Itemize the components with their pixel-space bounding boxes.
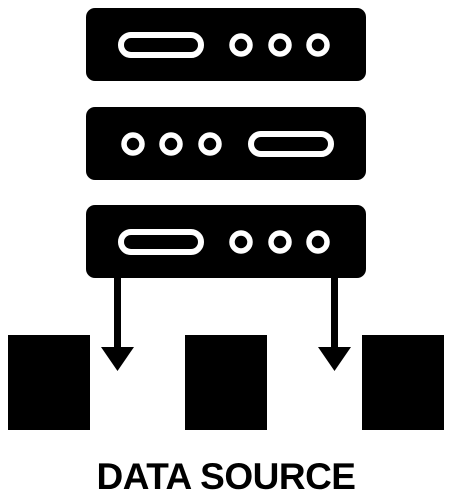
indicator-light-icon bbox=[306, 33, 330, 57]
server-unit-bottom bbox=[86, 205, 366, 278]
data-source-icon bbox=[8, 8, 444, 430]
data-block-right bbox=[362, 335, 444, 430]
server-unit-middle bbox=[86, 107, 366, 180]
indicator-light-icon bbox=[121, 132, 145, 156]
drive-slot-icon bbox=[118, 229, 204, 255]
indicator-light-icon bbox=[229, 230, 253, 254]
arrow-down-icon bbox=[101, 278, 134, 371]
server-unit-top bbox=[86, 8, 366, 81]
caption-title: DATA SOURCE bbox=[96, 456, 356, 497]
arrow-down-icon bbox=[318, 278, 351, 371]
indicator-light-icon bbox=[268, 33, 292, 57]
data-block-left bbox=[8, 335, 90, 430]
drive-slot-icon bbox=[118, 32, 204, 58]
indicator-light-icon bbox=[198, 132, 222, 156]
indicator-light-icon bbox=[268, 230, 292, 254]
data-block-center bbox=[185, 335, 267, 430]
indicator-light-icon bbox=[159, 132, 183, 156]
indicator-light-icon bbox=[229, 33, 253, 57]
drive-slot-icon bbox=[248, 131, 334, 157]
indicator-light-icon bbox=[306, 230, 330, 254]
